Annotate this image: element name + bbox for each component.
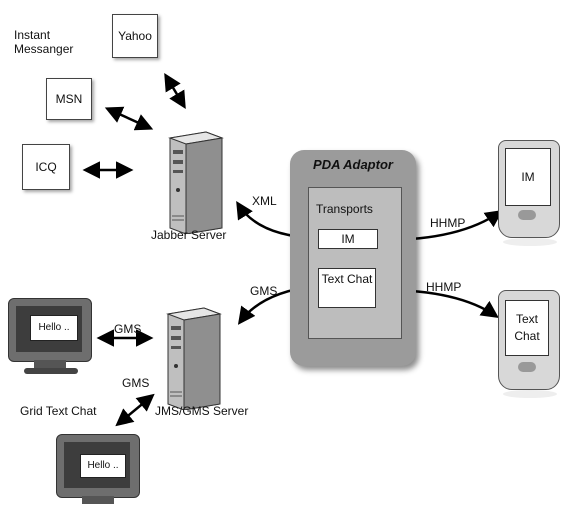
yahoo-box: Yahoo (112, 14, 158, 58)
monitor-icon: Hello .. (56, 434, 146, 512)
grid-text-chat-label: Grid Text Chat (20, 404, 97, 418)
xml-label: XML (252, 194, 277, 208)
hhmp-im-label: HHMP (430, 216, 466, 230)
monitor-screen-text: Hello .. (30, 315, 78, 341)
pda-text-chat-screen: Text Chat (505, 300, 549, 356)
jabber-server-icon (168, 131, 224, 234)
jms-server-label: JMS/GMS Server (155, 404, 249, 418)
jms-lower-monitor-arrow (115, 393, 155, 427)
transports-label: Transports (316, 202, 373, 216)
yahoo-jabber-arrow (164, 72, 186, 110)
pda-adaptor-title: PDA Adaptor (313, 157, 393, 172)
hhmp-chat-label: HHMP (426, 280, 462, 294)
gms-lower-label: GMS (122, 376, 150, 390)
pda-im-screen: IM (505, 148, 551, 206)
msn-jabber-arrow (104, 106, 154, 131)
jms-server-icon (166, 307, 222, 410)
im-group-label: Instant Messanger (14, 28, 74, 56)
adaptor-im-box: IM (318, 229, 378, 249)
icq-box: ICQ (22, 144, 70, 190)
adaptor-text-chat-box: Text Chat (318, 268, 376, 308)
msn-box: MSN (46, 78, 92, 120)
jabber-server-label: Jabber Server (151, 228, 227, 242)
monitor-icon: Hello .. (8, 298, 98, 378)
monitor-screen-text: Hello .. (80, 454, 126, 478)
transports-panel (308, 187, 402, 339)
pda-icon: IM (498, 140, 560, 250)
gms-adaptor-label: GMS (250, 284, 278, 298)
pda-icon: Text Chat (498, 290, 560, 402)
gms-monitor-label: GMS (114, 322, 142, 336)
